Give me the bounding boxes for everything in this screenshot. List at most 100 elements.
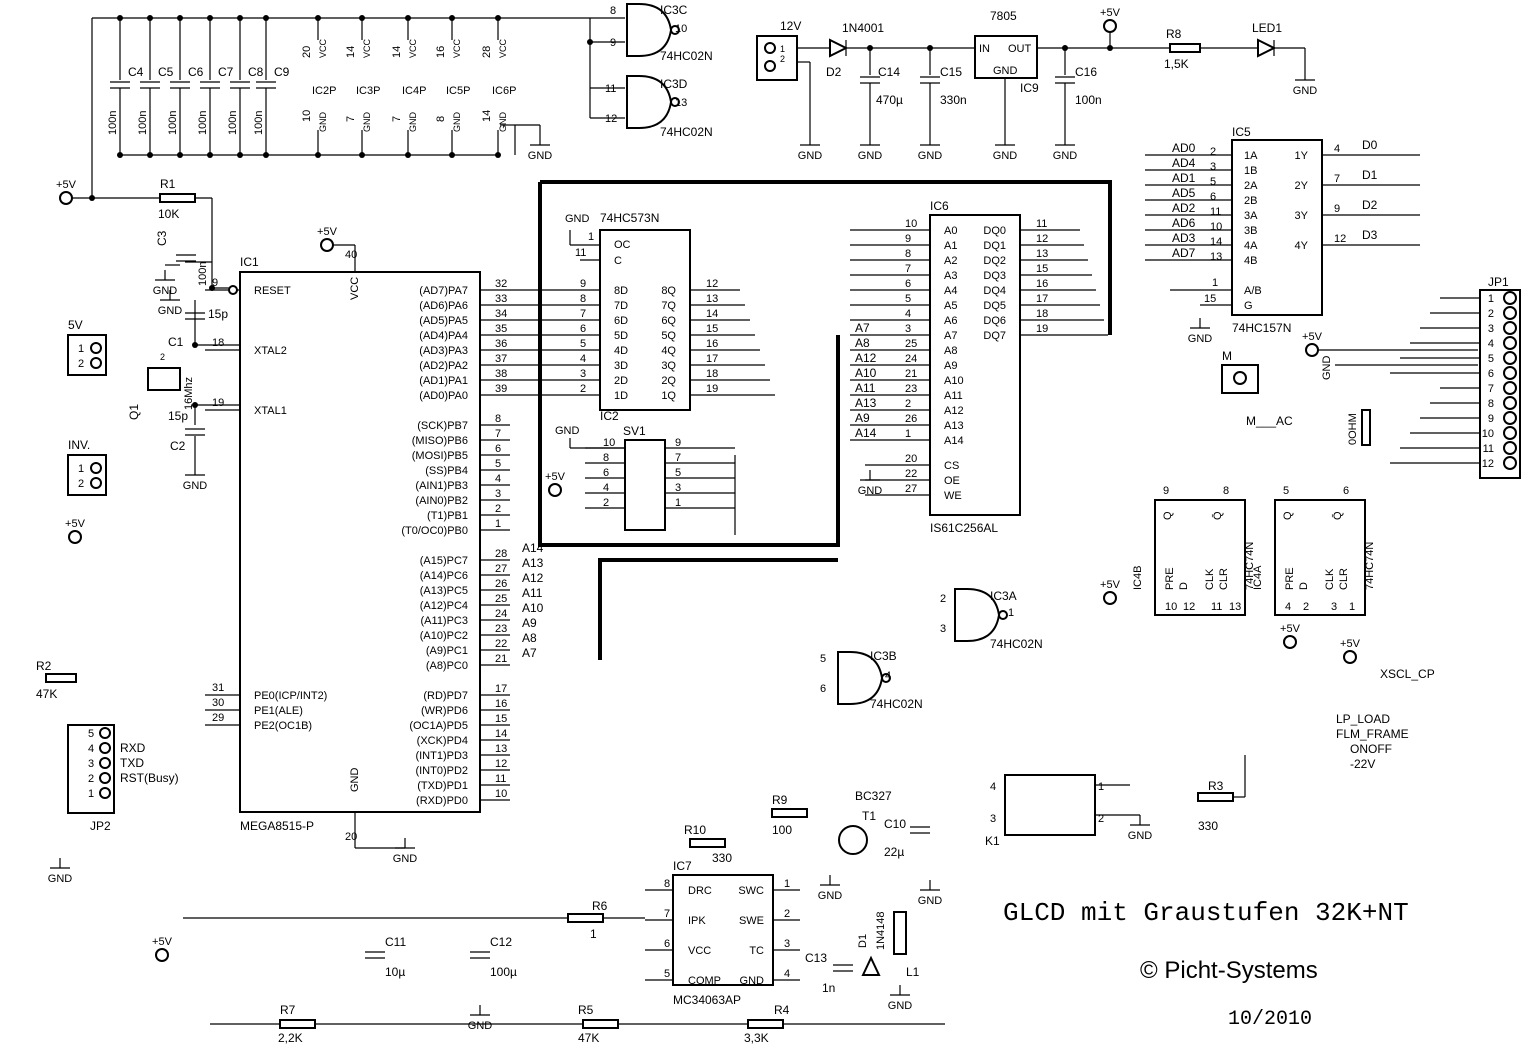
mux-data-net: D3 (1362, 228, 1378, 242)
cap-ref: C13 (805, 951, 827, 965)
connector-12v (756, 35, 798, 81)
cap-ref: C12 (490, 935, 512, 949)
connector-12v-label: 12V (780, 19, 801, 33)
junction-dot (117, 15, 123, 21)
pin-number: 27 (905, 483, 917, 495)
resistor-value: 330 (712, 851, 732, 865)
pin-label: (RXD)PD0 (416, 795, 468, 807)
junction-dot (359, 152, 365, 158)
pin-label: 5D (614, 330, 628, 342)
pin-number: 11 (605, 83, 616, 95)
gnd-sram: GND (858, 485, 883, 497)
pin-number: 1 (1008, 607, 1014, 619)
pin-number: 9 (610, 37, 616, 49)
pin-label: DRC (688, 885, 712, 897)
connector-pin (1503, 366, 1517, 380)
junction-dot (117, 152, 123, 158)
supply-5v-isp: +5V (545, 471, 566, 483)
pin-label: (A12)PC4 (420, 600, 468, 612)
sram-net-label: A8 (855, 336, 870, 350)
ic-power-pin: 10 (301, 110, 313, 122)
pin-label: (A15)PC7 (420, 555, 468, 567)
junction-dot (89, 195, 95, 201)
pin-number: 7 (580, 308, 586, 320)
supply-symbol (68, 530, 82, 544)
pin-number: 14 (495, 728, 507, 740)
mux-data-net: D2 (1362, 198, 1378, 212)
cap-ref: C10 (884, 817, 906, 831)
pin-number: 3 (495, 488, 501, 500)
connector-net-label: LP_LOAD (1336, 712, 1390, 726)
pin-number: 4 (784, 968, 790, 980)
pin-number: 12 (1183, 601, 1195, 613)
pin-label: XTAL1 (254, 405, 287, 417)
pin-number: 2 (1098, 813, 1104, 825)
junction-dot (405, 152, 411, 158)
bus-net-label: A9 (522, 616, 537, 630)
pin-label: SWC (738, 885, 764, 897)
pin-number: 3 (580, 368, 586, 380)
crystal-q1 (147, 367, 181, 391)
resistor-value: 2,2K (278, 1031, 303, 1045)
pin-number: 1 (1349, 601, 1355, 613)
pin-label: SWE (739, 915, 764, 927)
pin-label: 5Q (661, 330, 676, 342)
gnd-c2: GND (183, 480, 208, 492)
pin-number: 3 (88, 758, 94, 770)
address-bus (538, 182, 840, 547)
pin-number: 4 (580, 353, 586, 365)
pin-number: 15 (706, 323, 718, 335)
pin-number: 4 (1488, 338, 1494, 350)
gnd-label: GND (565, 213, 590, 225)
pin-number: 5 (1488, 353, 1494, 365)
supply-5v-jumper: +5V (65, 518, 86, 530)
pin-number: 3 (905, 323, 911, 335)
junction-dot (405, 15, 411, 21)
sram-net-label: A7 (855, 321, 870, 335)
diode-d2 (829, 38, 849, 58)
pin-circle (1233, 371, 1247, 385)
pin-number: 9 (212, 277, 218, 289)
resistor-value: 330 (1198, 819, 1218, 833)
resistor-value: 10K (158, 207, 179, 221)
pin-number: 4 (88, 743, 94, 755)
gate-name: IC3C (660, 3, 688, 17)
pin-label: A/B (1244, 285, 1262, 297)
pin-number: 26 (905, 413, 917, 425)
ic-power-vcc: VCC (408, 38, 418, 58)
pin-number: 2 (1488, 308, 1494, 320)
pin-label: A10 (944, 375, 964, 387)
supply-symbol (1103, 19, 1117, 33)
pin-number: 3 (940, 623, 946, 635)
pin-label: 6Q (661, 315, 676, 327)
supply-5v-r1: +5V (56, 179, 77, 191)
pin-number: 19 (1036, 323, 1048, 335)
cap-value: 100n (253, 111, 265, 135)
resistor-value: 100 (772, 823, 792, 837)
pin-number: 11 (1211, 601, 1222, 613)
pin-label: A13 (944, 420, 964, 432)
ff-pin-label: PRE (1284, 567, 1296, 590)
pin-number: 13 (495, 743, 507, 755)
junction-dot (147, 152, 153, 158)
pin-number: 25 (495, 593, 507, 605)
pin-label: DQ1 (983, 240, 1006, 252)
pin-label: OC (614, 239, 631, 251)
cap-ref: C15 (940, 65, 962, 79)
resistor-r8 (1169, 43, 1201, 53)
resistor-r7 (279, 1019, 316, 1029)
cap-ref: C16 (1075, 65, 1097, 79)
pin-number: 17 (706, 353, 718, 365)
pin-circle (99, 757, 111, 769)
relay-name: K1 (985, 834, 1000, 848)
mux-net-label: AD2 (1172, 201, 1196, 215)
pin-label: VCC (688, 945, 711, 957)
cap-value: 100n (1075, 93, 1102, 107)
pin-circle (90, 342, 102, 354)
pin-number: 31 (212, 682, 224, 694)
gate-name: IC3D (660, 77, 688, 91)
junction-dot (315, 15, 321, 21)
pin-number: 8 (1488, 398, 1494, 410)
reg-pin: OUT (1008, 43, 1032, 55)
